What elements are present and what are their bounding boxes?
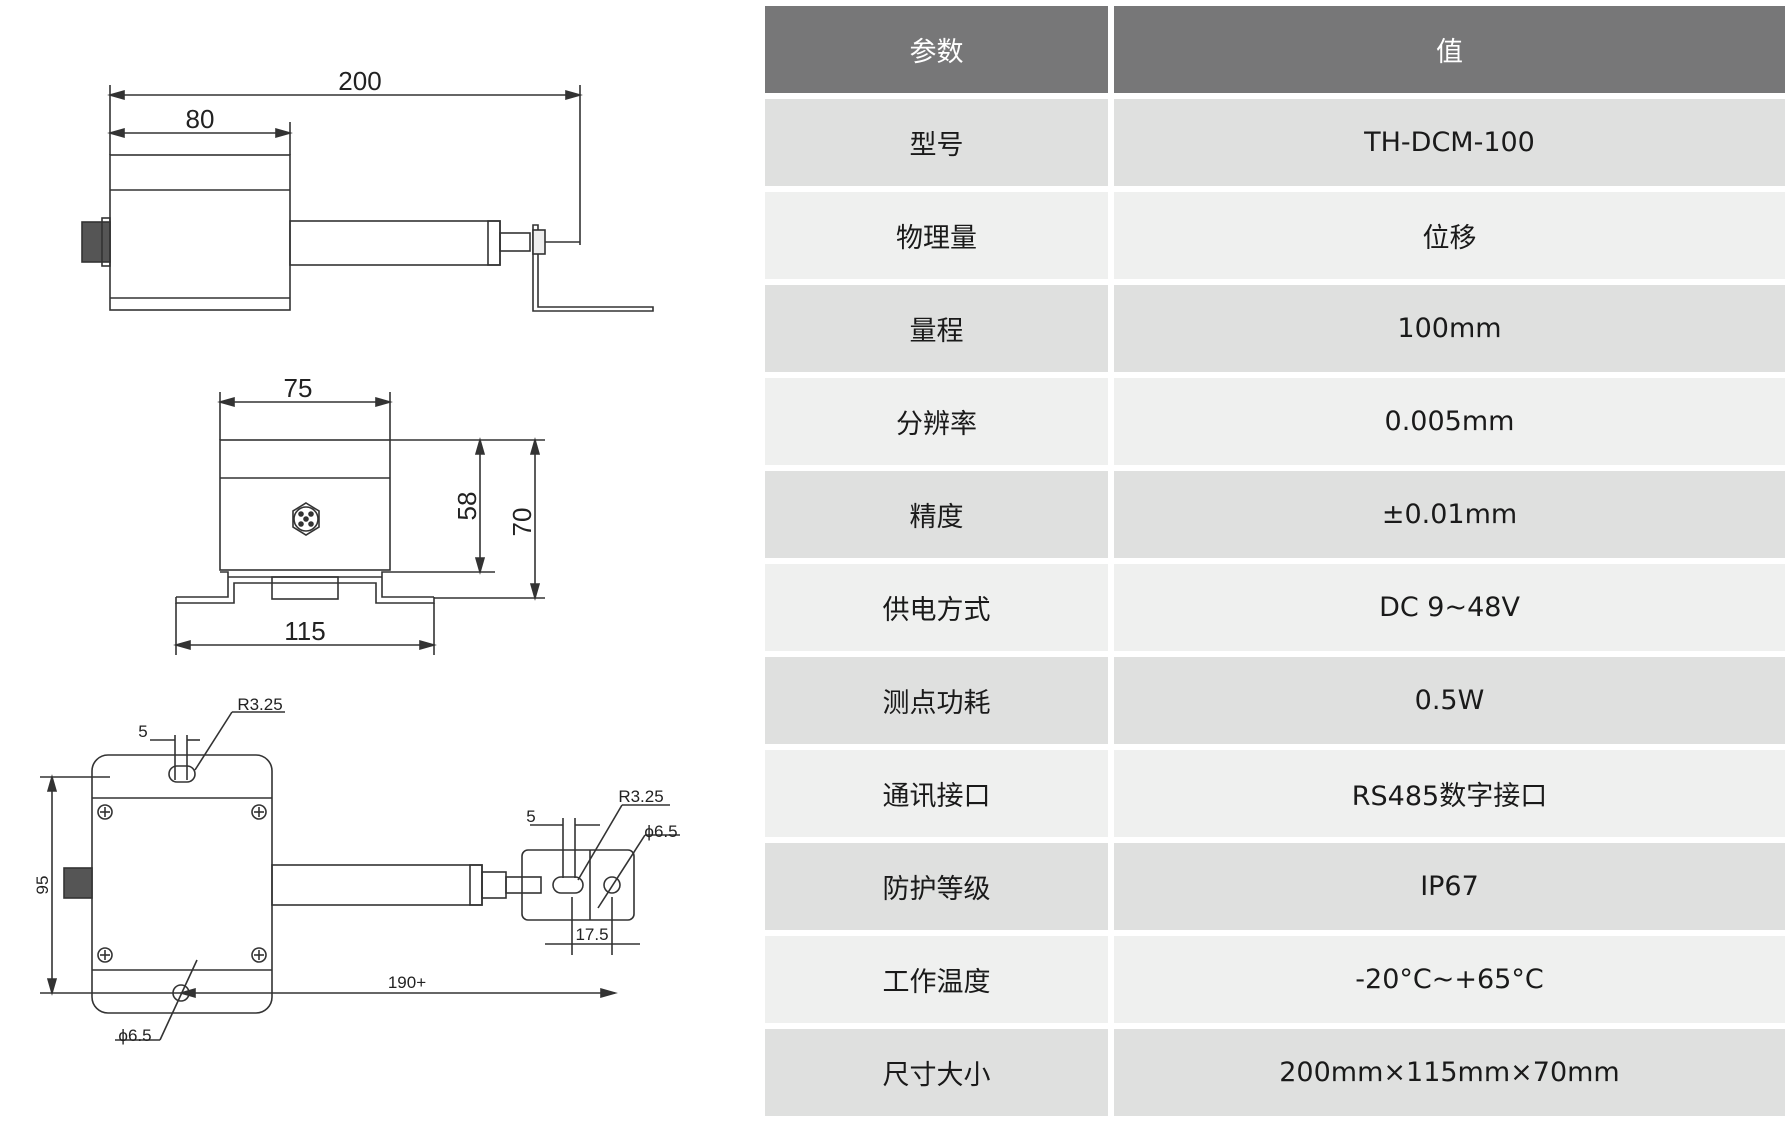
dim-hole-right-label: ϕ6.5 xyxy=(644,822,677,841)
front-view-drawing xyxy=(173,392,545,655)
dim-75-label: 75 xyxy=(284,373,313,403)
dim-115-label: 115 xyxy=(284,616,325,646)
table-row: 供电方式 DC 9~48V xyxy=(765,564,1785,651)
row-param: 型号 xyxy=(765,99,1108,186)
row-value: 200mm×115mm×70mm xyxy=(1114,1029,1785,1116)
dim-r325-left-label: R3.25 xyxy=(237,695,282,714)
row-value: 100mm xyxy=(1114,285,1785,372)
row-param: 尺寸大小 xyxy=(765,1029,1108,1116)
table-row: 精度 ±0.01mm xyxy=(765,471,1785,558)
table-row: 量程 100mm xyxy=(765,285,1785,372)
row-param: 精度 xyxy=(765,471,1108,558)
row-value: 0.5W xyxy=(1114,657,1785,744)
dim-r325-right-label: R3.25 xyxy=(618,787,663,806)
row-value: DC 9~48V xyxy=(1114,564,1785,651)
row-param: 通讯接口 xyxy=(765,750,1108,837)
dim-95-label: 95 xyxy=(33,876,52,895)
row-value: IP67 xyxy=(1114,843,1785,930)
row-value: 位移 xyxy=(1114,192,1785,279)
row-param: 测点功耗 xyxy=(765,657,1108,744)
header-value: 值 xyxy=(1114,6,1785,93)
dim-5-right-label: 5 xyxy=(526,807,535,826)
row-param: 工作温度 xyxy=(765,936,1108,1023)
table-row: 型号 TH-DCM-100 xyxy=(765,99,1785,186)
side-view-drawing xyxy=(81,85,654,312)
row-param: 分辨率 xyxy=(765,378,1108,465)
dim-58-label: 58 xyxy=(452,492,482,521)
dim-190-label: 190+ xyxy=(388,973,426,992)
table-row: 防护等级 IP67 xyxy=(765,843,1785,930)
table-row: 物理量 位移 xyxy=(765,192,1785,279)
table-row: 测点功耗 0.5W xyxy=(765,657,1785,744)
row-value: ±0.01mm xyxy=(1114,471,1785,558)
spec-table-header: 参数 值 xyxy=(765,6,1785,93)
header-param: 参数 xyxy=(765,6,1108,93)
dim-17-5-label: 17.5 xyxy=(575,925,608,944)
table-row: 分辨率 0.005mm xyxy=(765,378,1785,465)
dim-5-left-label: 5 xyxy=(138,722,147,741)
table-row: 工作温度 -20°C~+65°C xyxy=(765,936,1785,1023)
top-view-drawing xyxy=(40,711,680,1041)
dim-80-label: 80 xyxy=(186,104,215,134)
row-param: 供电方式 xyxy=(765,564,1108,651)
table-row: 通讯接口 RS485数字接口 xyxy=(765,750,1785,837)
row-value: 0.005mm xyxy=(1114,378,1785,465)
row-param: 防护等级 xyxy=(765,843,1108,930)
row-param: 量程 xyxy=(765,285,1108,372)
drawings-svg: 200 80 75 58 70 115 5 R3.25 95 ϕ6.5 190+… xyxy=(33,66,680,1045)
dim-70-label: 70 xyxy=(507,508,537,537)
dim-hole-left-label: ϕ6.5 xyxy=(118,1026,151,1045)
row-param: 物理量 xyxy=(765,192,1108,279)
row-value: TH-DCM-100 xyxy=(1114,99,1785,186)
spec-table: 参数 值 型号 TH-DCM-100 物理量 位移 量程 100mm 分辨率 0… xyxy=(765,6,1785,1122)
row-value: RS485数字接口 xyxy=(1114,750,1785,837)
table-row: 尺寸大小 200mm×115mm×70mm xyxy=(765,1029,1785,1116)
technical-drawings: 200 80 75 58 70 115 5 R3.25 95 ϕ6.5 190+… xyxy=(0,0,760,1125)
row-value: -20°C~+65°C xyxy=(1114,936,1785,1023)
dim-200-label: 200 xyxy=(338,66,381,96)
